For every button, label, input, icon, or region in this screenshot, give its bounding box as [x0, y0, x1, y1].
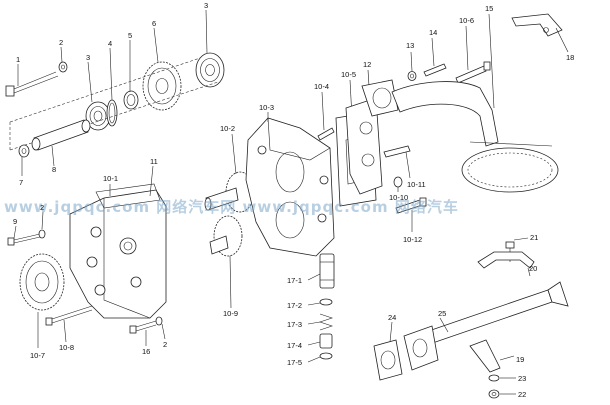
callout-10-5: 10-5: [341, 70, 356, 79]
callout-labels: 1 2 3 4 5 6 3 7 8 9 2 10-1 11 10-2 10-3 …: [13, 1, 574, 399]
part-10-11-bolt: [383, 145, 411, 179]
part-18-bracket: [511, 13, 569, 53]
callout-7: 7: [19, 178, 23, 187]
callout-20: 20: [529, 264, 537, 273]
callout-17-4: 17-4: [287, 341, 302, 350]
callout-1: 1: [16, 55, 20, 64]
callout-2: 2: [59, 38, 63, 47]
callout-8: 8: [52, 165, 56, 174]
part-9-bolt: [7, 225, 41, 246]
part-10-3-main-body: [245, 112, 335, 257]
part-24-flange: [373, 321, 403, 381]
part-2-washer-left: [38, 211, 46, 239]
part-20-clamp: [477, 251, 535, 277]
callout-17-2: 17-2: [287, 301, 302, 310]
callout-17-5: 17-5: [287, 358, 302, 367]
part-19-bracket: [469, 339, 515, 373]
part-15-pickup-tube: [391, 13, 559, 193]
callout-22: 22: [518, 390, 526, 399]
part-2-washer-bottom: [155, 316, 166, 340]
callout-6: 6: [152, 19, 156, 28]
callout-10-11: 10-11: [407, 180, 426, 189]
callout-2-bottom: 2: [163, 340, 167, 349]
part-17-1-valve-body: [307, 253, 335, 289]
part-7-washer: [18, 144, 30, 176]
part-3-bearing-right: [195, 9, 225, 88]
part-6-gear: [142, 27, 182, 111]
part-13-nut: [407, 51, 417, 81]
part-8-shaft: [31, 119, 91, 167]
callout-3-top: 3: [204, 1, 208, 10]
part-17-4-plunger: [307, 333, 333, 349]
callout-5: 5: [128, 31, 132, 40]
watermark-text: www.jqpqc.com 网络汽车网 www.jqpqc.com 网络汽车: [4, 198, 459, 216]
part-5-ring: [123, 40, 139, 110]
callout-13: 13: [406, 41, 414, 50]
part-17-2-washer: [307, 298, 333, 306]
callout-14: 14: [429, 28, 437, 37]
part-23-washer: [488, 374, 516, 382]
callout-10-10: 10-10: [389, 193, 408, 202]
part-16-bolt: [129, 320, 157, 346]
part-11-pump-housing: [69, 165, 167, 319]
part-17-3-spring: [307, 313, 333, 331]
callout-15: 15: [485, 4, 493, 13]
callout-18: 18: [566, 53, 574, 62]
part-10-9-gear: [209, 215, 243, 309]
callout-11: 11: [150, 157, 158, 166]
part-1-bolt: [5, 64, 59, 97]
callout-17-1: 17-1: [287, 276, 302, 285]
callout-16: 16: [142, 347, 150, 356]
callout-9: 9: [13, 217, 17, 226]
callout-10-2: 10-2: [220, 124, 235, 133]
callout-12: 12: [363, 60, 371, 69]
part-14-stud: [423, 37, 447, 77]
part-3-bearing-left: [85, 61, 111, 131]
part-22-nut: [488, 389, 516, 399]
part-10-4-pin: [317, 91, 335, 141]
callout-24: 24: [388, 313, 396, 322]
part-2-washer: [58, 46, 68, 73]
callout-2-left: 2: [40, 203, 44, 212]
part-10-12-bolt: [395, 197, 427, 232]
part-25-tube: [413, 281, 569, 349]
part-17-5-seal: [307, 352, 333, 363]
callout-25: 25: [438, 309, 446, 318]
callout-10-8: 10-8: [59, 343, 74, 352]
callout-4: 4: [108, 39, 112, 48]
callout-19: 19: [516, 355, 524, 364]
callout-3-left: 3: [86, 53, 90, 62]
callout-21: 21: [530, 233, 538, 242]
callout-10-12: 10-12: [403, 235, 422, 244]
pipe-flange: [361, 79, 399, 117]
tube-end-flange: [403, 325, 439, 371]
callout-10-1: 10-1: [103, 174, 118, 183]
part-10-8-bolt: [45, 305, 93, 343]
part-10-10-nut: [393, 176, 403, 192]
part-4-snap-ring: [106, 47, 118, 127]
callout-10-6: 10-6: [459, 16, 474, 25]
callout-17-3: 17-3: [287, 320, 302, 329]
callout-10-4: 10-4: [314, 82, 329, 91]
callout-23: 23: [518, 374, 526, 383]
callout-10-3: 10-3: [259, 103, 274, 112]
part-10-6-bolt: [455, 25, 491, 84]
part-10-7-gear: [19, 253, 65, 348]
part-10-1-gasket: [95, 183, 161, 209]
callout-10-7: 10-7: [30, 351, 45, 360]
callout-10-9: 10-9: [223, 309, 238, 318]
